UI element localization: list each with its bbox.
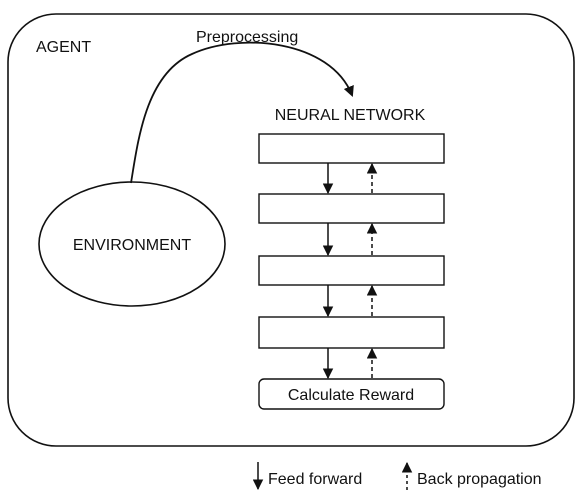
legend-feed-forward-label: Feed forward	[268, 471, 362, 488]
agent-label: AGENT	[36, 39, 91, 56]
network-layer-3	[258, 255, 445, 286]
network-layers	[258, 133, 445, 349]
agent-box	[7, 13, 575, 447]
calculate-reward-label: Calculate Reward	[288, 387, 414, 404]
preprocessing-arrow	[130, 41, 354, 184]
preprocessing-label: Preprocessing	[196, 29, 298, 46]
legend: Feed forward Back propagation	[252, 461, 542, 491]
calculate-reward-box	[258, 378, 445, 410]
neural-network-title: NEURAL NETWORK	[275, 107, 426, 124]
environment-label: ENVIRONMENT	[73, 237, 191, 254]
network-layer-2	[258, 193, 445, 224]
environment-node	[38, 181, 226, 307]
legend-back-propagation-label: Back propagation	[417, 471, 542, 488]
network-layer-1	[258, 133, 445, 164]
network-layer-4	[258, 316, 445, 349]
